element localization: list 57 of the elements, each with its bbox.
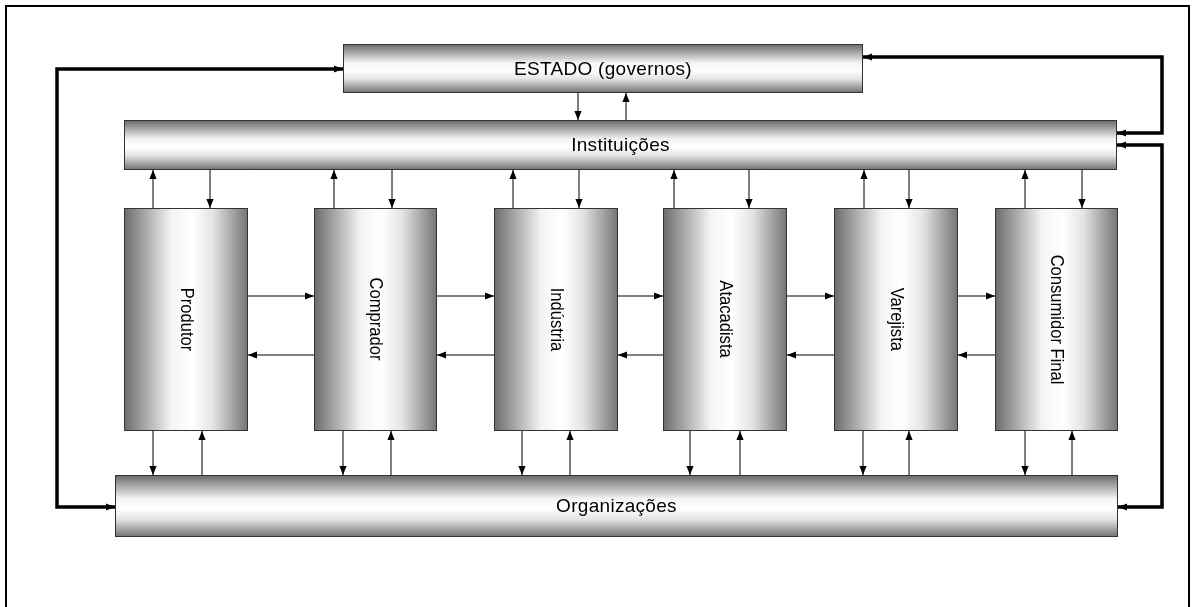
- arrow: [859, 430, 867, 476]
- sector-bar: [115, 475, 1118, 537]
- arrow: [388, 169, 396, 209]
- arrow: [566, 430, 574, 476]
- arrow: [686, 430, 694, 476]
- box-label: Comprador: [365, 278, 386, 361]
- stage-column: [124, 208, 248, 431]
- arrow: [786, 351, 835, 359]
- arrow: [509, 169, 517, 209]
- box-label: Instituições: [571, 134, 670, 156]
- arrow: [670, 169, 678, 209]
- arrow: [736, 430, 744, 476]
- arrow: [957, 292, 996, 300]
- arrow: [149, 430, 157, 476]
- arrow: [786, 292, 835, 300]
- arrow: [1068, 430, 1076, 476]
- arrow: [1117, 141, 1164, 511]
- arrow: [339, 430, 347, 476]
- arrow: [436, 292, 495, 300]
- arrow: [905, 430, 913, 476]
- arrow: [149, 169, 157, 209]
- box-label: Indústria: [545, 287, 567, 352]
- box-label: Produtor: [175, 287, 197, 352]
- arrow: [247, 292, 315, 300]
- box-label: Atacadista: [714, 280, 736, 359]
- arrow: [905, 169, 913, 209]
- arrow: [860, 169, 868, 209]
- sector-bar: [343, 44, 863, 93]
- arrow: [575, 169, 583, 209]
- arrow: [1078, 169, 1086, 209]
- arrow: [330, 169, 338, 209]
- sector-bar: [124, 120, 1117, 170]
- arrow: [198, 430, 206, 476]
- box-label: Organizações: [556, 495, 677, 517]
- arrow: [55, 65, 343, 511]
- stage-column: [834, 208, 958, 431]
- box-label: Varejista: [885, 287, 907, 352]
- arrow: [617, 351, 664, 359]
- stage-column: [663, 208, 787, 431]
- stage-column: [494, 208, 618, 431]
- box-label: ESTADO (governos): [514, 57, 692, 80]
- arrow: [387, 430, 395, 476]
- arrow: [617, 292, 664, 300]
- arrow: [957, 351, 996, 359]
- arrow: [518, 430, 526, 476]
- stage-column: [314, 208, 437, 431]
- arrow: [863, 53, 1164, 137]
- arrow: [622, 92, 630, 121]
- stage-column: [995, 208, 1118, 431]
- arrow: [206, 169, 214, 209]
- arrow: [745, 169, 753, 209]
- arrow: [1021, 430, 1029, 476]
- arrow: [247, 351, 315, 359]
- arrow: [574, 92, 582, 121]
- box-label: Consumidor Final: [1046, 254, 1067, 385]
- arrow: [436, 351, 495, 359]
- arrow: [1021, 169, 1029, 209]
